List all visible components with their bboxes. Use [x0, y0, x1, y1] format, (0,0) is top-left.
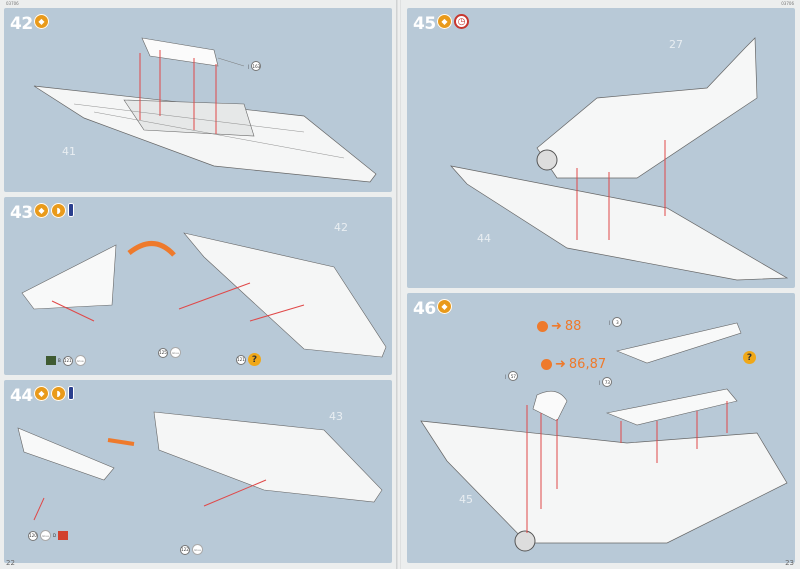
reference-icon — [541, 359, 552, 370]
step-46-drawing — [420, 322, 788, 552]
step-44-callout-1: 120 Glue D — [28, 530, 69, 541]
reference-step-a: ➜88 — [537, 319, 581, 334]
right-header-code: 03706 — [781, 1, 794, 6]
step-46-icons: ◆ — [437, 299, 452, 314]
step-42-number: 42 — [10, 14, 33, 34]
paint-icon — [68, 203, 74, 217]
step-45-icons: ◆ ◷ — [437, 14, 469, 29]
step-45-drawing — [450, 37, 789, 281]
step-44-number: 44 — [10, 386, 33, 406]
glue-icon: ◆ — [437, 14, 452, 29]
question-icon: ? — [743, 351, 756, 364]
step-43-icons: ◆ ◗ — [34, 203, 74, 218]
step-46-callout-2: |57 — [505, 371, 519, 381]
step-46-callout-3: |73 — [599, 377, 613, 387]
step-43-callout-2: 125 Glue — [158, 347, 181, 358]
glue-bottle-icon: Glue — [40, 530, 51, 541]
step-44-icons: ◆ ◗ — [34, 386, 74, 401]
glue-bottle-icon: Glue — [170, 347, 181, 358]
step-45-fuselage-label: 27 — [669, 38, 683, 51]
glue-icon: ◆ — [34, 14, 49, 29]
step-44-callout-2: 122 Glue — [180, 544, 203, 555]
step-44-drawing — [17, 411, 383, 521]
flag-icon — [46, 356, 56, 365]
step-46-panel: 46 ◆ ➜88 ➜86,87 |3 |57 |73 ? 45 — [407, 293, 795, 563]
left-page-number: 22 — [6, 559, 15, 567]
glue-icon: ◆ — [437, 299, 452, 314]
right-page: 03706 45 ◆ ◷ 27 44 46 ◆ ➜88 ➜86,87 — [401, 0, 800, 569]
step-42-part-label: 41 — [62, 145, 76, 158]
reference-icon — [537, 321, 548, 332]
step-42-panel: 42 ◆ 41 |163 — [4, 8, 392, 192]
step-42-callout: |163 — [248, 61, 262, 71]
step-45-panel: 45 ◆ ◷ 27 44 — [407, 8, 795, 288]
step-44-part-label: 43 — [329, 410, 343, 423]
step-46-part-label: 45 — [459, 493, 473, 506]
step-43-part-label: 42 — [334, 221, 348, 234]
glue-bottle-icon: Glue — [74, 355, 86, 366]
left-page: 03706 42 ◆ 41 |163 43 ◆ ◗ — [0, 0, 397, 569]
reference-step-b: ➜86,87 — [541, 357, 606, 372]
step-43-drawing — [21, 232, 387, 358]
step-43-number: 43 — [10, 203, 33, 223]
step-46-number: 46 — [413, 299, 436, 319]
step-43-callout-1: B 121 Glue — [46, 355, 86, 366]
step-45-number: 45 — [413, 14, 436, 34]
step-45-part-label: 44 — [477, 232, 491, 245]
step-43-callout-3: 121 ? — [236, 353, 261, 366]
sanding-icon: ◗ — [51, 386, 66, 401]
book-spine — [396, 0, 402, 569]
step-44-panel: 44 ◆ ◗ 43 120 Glue D 122 Glue — [4, 380, 392, 563]
clock-icon: ◷ — [454, 14, 469, 29]
step-42-drawing — [33, 37, 377, 183]
step-46-callout-1: |3 — [609, 317, 623, 327]
paint-icon — [68, 386, 74, 400]
sanding-icon: ◗ — [51, 203, 66, 218]
glue-bottle-icon: Glue — [192, 544, 203, 555]
step-42-icons: ◆ — [34, 14, 49, 29]
glue-icon: ◆ — [34, 203, 49, 218]
part-number-circle: 163 — [251, 61, 262, 71]
flag-icon — [58, 531, 69, 540]
right-page-number: 23 — [785, 559, 794, 567]
step-43-panel: 43 ◆ ◗ 42 B 121 Glue 125 Glue 121 ? — [4, 197, 392, 375]
left-header-code: 03706 — [6, 1, 19, 6]
glue-icon: ◆ — [34, 386, 49, 401]
question-icon: ? — [248, 353, 261, 366]
